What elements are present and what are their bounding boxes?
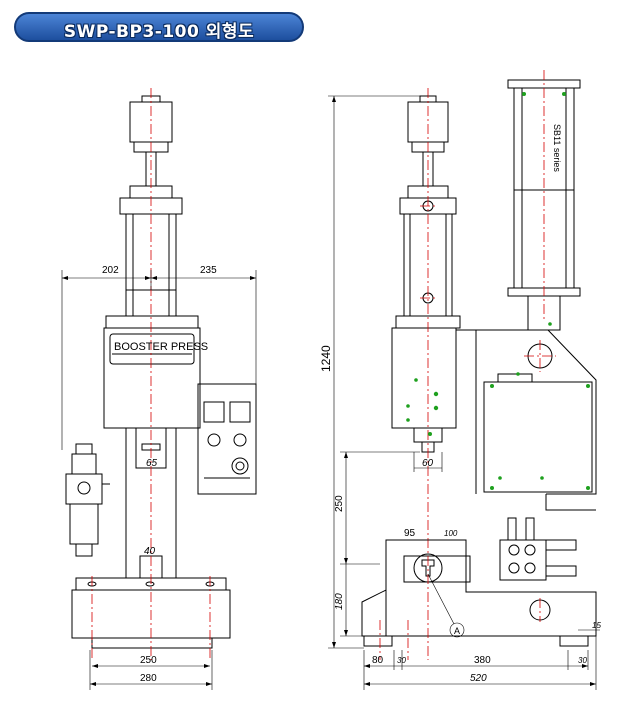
dim-40: 40 (144, 546, 156, 557)
dim-250-stroke: 250 (334, 495, 345, 512)
dim-235: 235 (200, 265, 217, 276)
dim-60: 60 (422, 458, 434, 469)
page-title: SWP-BP3-100 외형도 (63, 22, 255, 42)
dim-380: 380 (474, 655, 491, 666)
air-filter-regulator (65, 443, 110, 557)
side-lower-body (385, 539, 597, 637)
dim-520: 520 (470, 673, 487, 684)
side-lower-die (403, 555, 471, 583)
dim-280: 280 (140, 673, 157, 684)
title-banner: SWP-BP3-100 외형도 (14, 12, 304, 42)
front-base-feet (91, 637, 213, 649)
side-valve-block (499, 517, 577, 581)
dim-250-base: 250 (140, 655, 157, 666)
dim-95: 95 (404, 528, 416, 539)
center-lines (91, 70, 556, 660)
side-head-body (391, 327, 457, 429)
front-head-top (105, 315, 199, 329)
dim-30-b: 30 (578, 656, 587, 665)
green-markers (406, 92, 590, 490)
detail-marker-a: A (454, 626, 460, 636)
dimension-arrows (62, 96, 596, 686)
front-view (65, 95, 257, 649)
side-frame-upper (456, 329, 597, 495)
dim-30-a: 30 (397, 656, 406, 665)
dim-80: 80 (372, 655, 384, 666)
front-nameplate (109, 333, 195, 365)
dim-202: 202 (102, 265, 119, 276)
cylinder-series-label: SB11 series (552, 124, 562, 172)
side-electrical-box (483, 381, 593, 493)
dim-100: 100 (444, 529, 458, 538)
dim-15: 15 (592, 621, 601, 630)
control-panel (197, 383, 257, 495)
dim-180: 180 (334, 593, 345, 610)
dim-65: 65 (146, 458, 158, 469)
dim-1240: 1240 (319, 345, 333, 372)
dimension-lines (61, 95, 600, 690)
nameplate-label: BOOSTER PRESS (114, 341, 208, 353)
